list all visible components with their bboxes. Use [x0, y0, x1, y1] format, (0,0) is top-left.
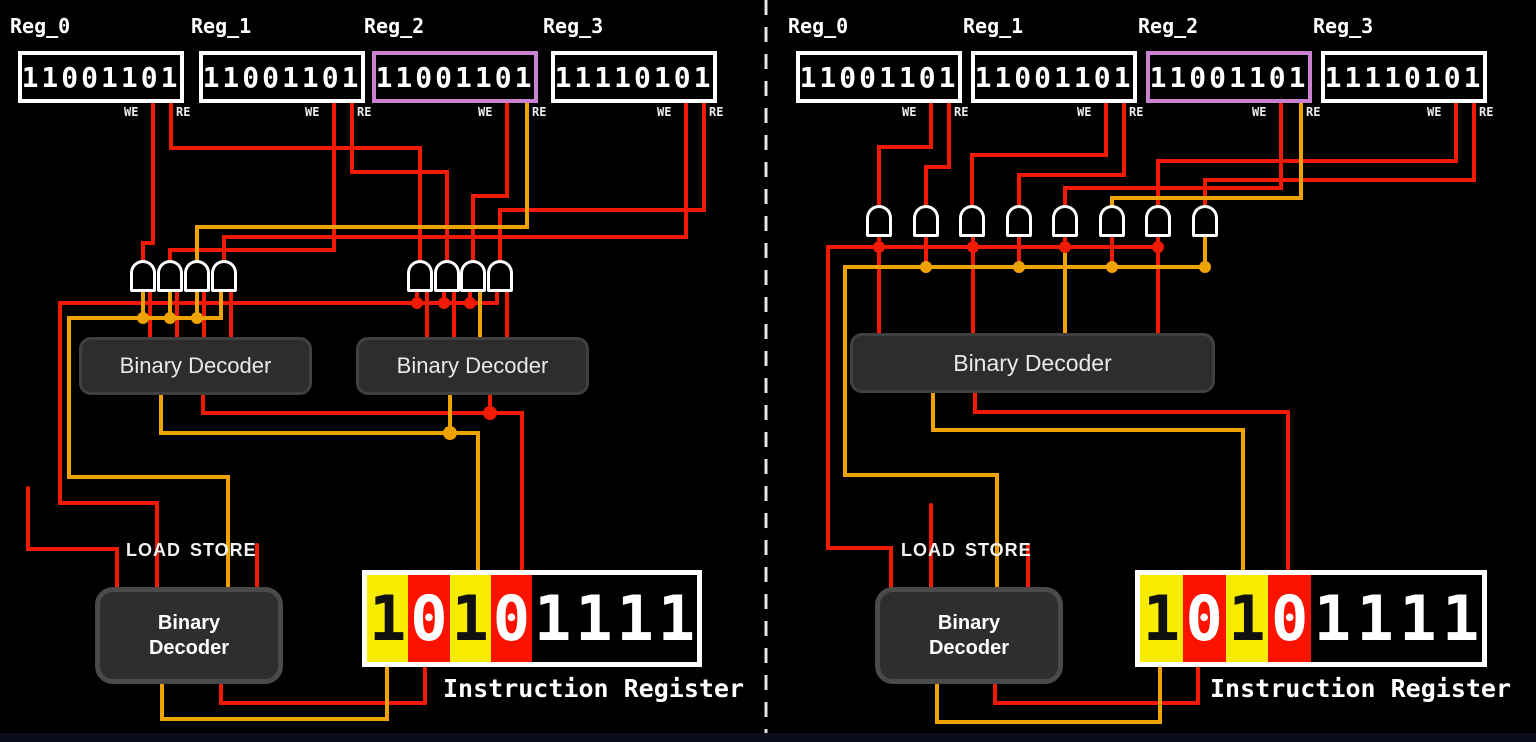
ir-bit-cell: 1	[1396, 575, 1440, 662]
ir-bit-cell: 1	[532, 575, 574, 662]
and-gate-icon[interactable]	[1052, 205, 1078, 237]
binary-decoder-write[interactable]: Binary Decoder	[79, 337, 312, 395]
we-label: WE	[902, 105, 917, 119]
load-label: LOAD	[126, 540, 181, 560]
instruction-register-caption: Instruction Register	[443, 674, 745, 703]
re-label: RE	[709, 105, 724, 119]
register-value: 11110101	[554, 60, 714, 94]
instruction-register[interactable]: 1 0 1 0 1 1 1 1	[1135, 570, 1487, 667]
register-reg-1[interactable]: 11001101	[971, 51, 1137, 103]
ir-bit-cell: 1	[573, 575, 615, 662]
register-label: Reg_3	[543, 14, 604, 38]
re-label: RE	[954, 105, 969, 119]
re-label: RE	[176, 105, 191, 119]
register-reg-3[interactable]: 11110101	[1321, 51, 1487, 103]
register-label: Reg_2	[364, 14, 425, 38]
we-label: WE	[305, 105, 320, 119]
and-gate-icon[interactable]	[434, 260, 460, 292]
we-label: WE	[1252, 105, 1267, 119]
and-gate-icon[interactable]	[487, 260, 513, 292]
and-gate-icon[interactable]	[1192, 205, 1218, 237]
ir-bit-cell: 0	[490, 575, 532, 662]
ir-bit-cell: 1	[1225, 575, 1269, 662]
and-gate-icon[interactable]	[913, 205, 939, 237]
register-label: Reg_3	[1313, 14, 1374, 38]
and-gate-icon[interactable]	[1099, 205, 1125, 237]
ir-bit-cell: 1	[1140, 575, 1183, 662]
register-value: 11001101	[202, 60, 362, 94]
and-gate-icon[interactable]	[211, 260, 237, 292]
opcode-binary-decoder[interactable]: Binary Decoder	[875, 587, 1063, 684]
register-label: Reg_1	[191, 14, 252, 38]
ir-bit-cell: 1	[1439, 575, 1482, 662]
instruction-register-caption: Instruction Register	[1210, 674, 1512, 703]
register-reg-1[interactable]: 11001101	[199, 51, 365, 103]
register-value: 11001101	[799, 60, 959, 94]
re-label: RE	[357, 105, 372, 119]
ir-bit-cell: 1	[367, 575, 409, 662]
register-value: 11001101	[974, 60, 1134, 94]
ir-bit-cell: 0	[1182, 575, 1226, 662]
enable-labels: LOAD STORE	[901, 540, 1032, 561]
register-value: 11001101	[375, 60, 535, 94]
register-label: Reg_0	[10, 14, 71, 38]
register-reg-3[interactable]: 11110101	[551, 51, 717, 103]
and-gate-icon[interactable]	[1145, 205, 1171, 237]
register-label: Reg_0	[788, 14, 849, 38]
register-reg-0[interactable]: 11001101	[796, 51, 962, 103]
register-label: Reg_2	[1138, 14, 1199, 38]
load-label: LOAD	[901, 540, 956, 560]
re-label: RE	[1129, 105, 1144, 119]
ir-bit-cell: 1	[614, 575, 656, 662]
re-label: RE	[532, 105, 547, 119]
opcode-decoder-line2: Decoder	[928, 636, 1010, 659]
register-value: 11001101	[21, 60, 181, 94]
register-reg-2-highlighted[interactable]: 11001101	[1146, 51, 1312, 103]
bottom-bar	[0, 733, 1536, 742]
ir-bit-cell: 1	[449, 575, 491, 662]
opcode-decoder-line1: Binary	[937, 611, 1001, 634]
we-label: WE	[478, 105, 493, 119]
instruction-register[interactable]: 1 0 1 0 1 1 1 1	[362, 570, 702, 667]
and-gate-icon[interactable]	[866, 205, 892, 237]
and-gate-icon[interactable]	[184, 260, 210, 292]
re-label: RE	[1479, 105, 1494, 119]
ir-bit-cell: 1	[655, 575, 697, 662]
register-reg-2-highlighted[interactable]: 11001101	[372, 51, 538, 103]
we-label: WE	[1077, 105, 1092, 119]
register-label: Reg_1	[963, 14, 1024, 38]
and-gate-icon[interactable]	[460, 260, 486, 292]
ir-bit-cell: 0	[408, 575, 450, 662]
wire-junction-dots-orange	[137, 261, 1211, 440]
and-gate-icon[interactable]	[1006, 205, 1032, 237]
store-label: STORE	[190, 540, 257, 560]
binary-decoder-read[interactable]: Binary Decoder	[356, 337, 589, 395]
we-label: WE	[657, 105, 672, 119]
wire-junction-dots-red	[411, 241, 1164, 420]
register-value: 11110101	[1324, 60, 1484, 94]
ir-bit-cell: 1	[1311, 575, 1354, 662]
ir-bit-cell: 1	[1353, 575, 1397, 662]
opcode-binary-decoder[interactable]: Binary Decoder	[95, 587, 283, 684]
store-label: STORE	[965, 540, 1032, 560]
enable-labels: LOAD STORE	[126, 540, 257, 561]
we-label: WE	[124, 105, 139, 119]
and-gate-icon[interactable]	[157, 260, 183, 292]
re-label: RE	[1306, 105, 1321, 119]
register-value: 11001101	[1149, 60, 1309, 94]
and-gate-icon[interactable]	[130, 260, 156, 292]
and-gate-icon[interactable]	[959, 205, 985, 237]
opcode-decoder-line1: Binary	[157, 611, 221, 634]
ir-bit-cell: 0	[1268, 575, 1311, 662]
binary-decoder-wide[interactable]: Binary Decoder	[850, 333, 1215, 393]
register-reg-0[interactable]: 11001101	[18, 51, 184, 103]
and-gate-icon[interactable]	[407, 260, 433, 292]
opcode-decoder-line2: Decoder	[148, 636, 230, 659]
we-label: WE	[1427, 105, 1442, 119]
